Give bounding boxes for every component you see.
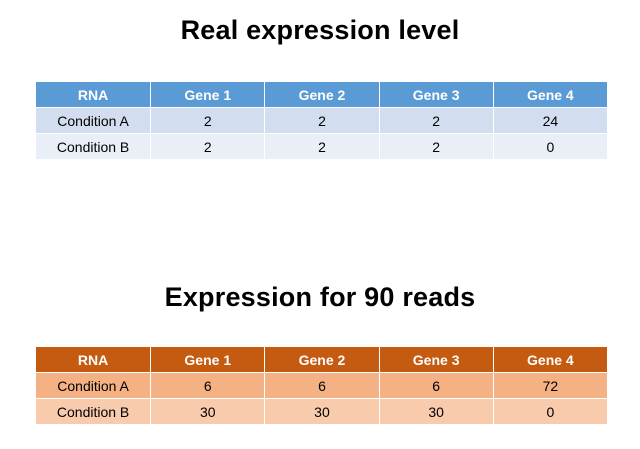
row-label: Condition A: [36, 373, 151, 399]
table-header-row: RNA Gene 1 Gene 2 Gene 3 Gene 4: [36, 347, 607, 373]
table-cell: 30: [150, 399, 265, 425]
column-header: RNA: [36, 347, 151, 373]
table-header-row: RNA Gene 1 Gene 2 Gene 3 Gene 4: [36, 82, 607, 108]
reads-expression-table: RNA Gene 1 Gene 2 Gene 3 Gene 4 Conditio…: [36, 347, 607, 425]
row-label: Condition A: [36, 108, 151, 134]
column-header: Gene 3: [378, 347, 493, 373]
row-label: Condition B: [36, 134, 151, 160]
table-row: Condition A 2 2 2 24: [36, 108, 607, 134]
table-cell: 30: [378, 399, 493, 425]
table-cell: 30: [264, 399, 379, 425]
column-header: Gene 1: [150, 82, 265, 108]
table-cell: 2: [150, 134, 265, 160]
table-cell: 24: [492, 108, 607, 134]
row-label: Condition B: [36, 399, 151, 425]
table-row: Condition B 2 2 2 0: [36, 134, 607, 160]
table-cell: 2: [378, 134, 493, 160]
table-cell: 0: [492, 134, 607, 160]
column-header: Gene 2: [264, 347, 379, 373]
table-cell: 2: [378, 108, 493, 134]
table-cell: 2: [264, 108, 379, 134]
column-header: Gene 2: [264, 82, 379, 108]
real-expression-table: RNA Gene 1 Gene 2 Gene 3 Gene 4 Conditio…: [36, 82, 607, 160]
table-cell: 2: [150, 108, 265, 134]
table-cell: 6: [150, 373, 265, 399]
column-header: Gene 4: [492, 82, 607, 108]
column-header: Gene 4: [492, 347, 607, 373]
column-header: RNA: [36, 82, 151, 108]
reads-expression-title: Expression for 90 reads: [164, 282, 476, 312]
table-cell: 6: [378, 373, 493, 399]
table-cell: 0: [492, 399, 607, 425]
table-row: Condition B 30 30 30 0: [36, 399, 607, 425]
column-header: Gene 3: [378, 82, 493, 108]
column-header: Gene 1: [150, 347, 265, 373]
table-cell: 6: [264, 373, 379, 399]
table-cell: 72: [492, 373, 607, 399]
table-cell: 2: [264, 134, 379, 160]
table-row: Condition A 6 6 6 72: [36, 373, 607, 399]
real-expression-title: Real expression level: [180, 15, 460, 45]
